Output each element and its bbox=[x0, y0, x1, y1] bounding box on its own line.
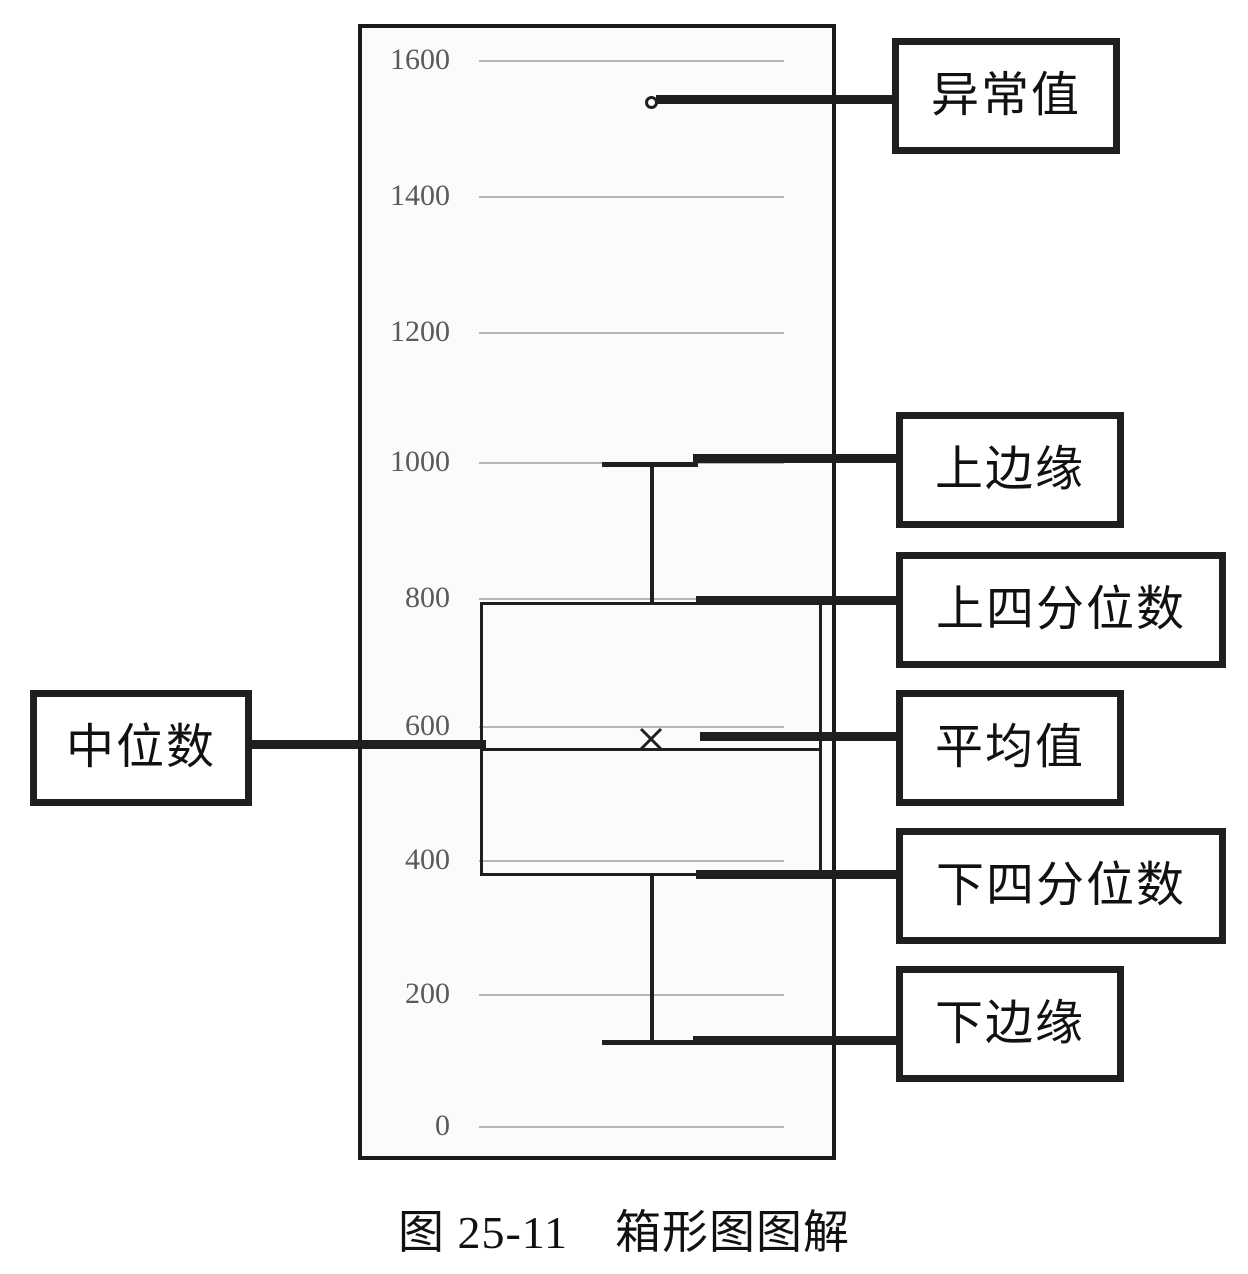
gridline-1600 bbox=[479, 60, 784, 62]
ytick-label-1600: 1600 bbox=[390, 43, 450, 76]
ytick-label-1200: 1200 bbox=[390, 315, 450, 348]
callout-upper-quartile[interactable]: 上四分位数 bbox=[896, 552, 1226, 668]
ytick-label-400: 400 bbox=[405, 843, 450, 876]
callout-lower-quartile-label: 下四分位数 bbox=[935, 859, 1186, 912]
callout-lower-quartile[interactable]: 下四分位数 bbox=[896, 828, 1226, 944]
leader-line-upper-quartile bbox=[696, 596, 900, 605]
callout-mean[interactable]: 平均值 bbox=[896, 690, 1124, 806]
ytick-label-1000: 1000 bbox=[390, 445, 450, 478]
gridline-600 bbox=[479, 726, 784, 728]
leader-line-mean bbox=[700, 732, 900, 741]
ytick-label-200: 200 bbox=[405, 977, 450, 1010]
leader-line-median bbox=[248, 740, 486, 749]
callout-median[interactable]: 中位数 bbox=[30, 690, 252, 806]
ytick-label-600: 600 bbox=[405, 709, 450, 742]
leader-line-upper-edge bbox=[693, 454, 900, 463]
leader-line-lower-quartile bbox=[696, 870, 900, 879]
mean-x-marker bbox=[638, 726, 664, 752]
ytick-label-0: 0 bbox=[435, 1109, 450, 1142]
gridline-400 bbox=[479, 860, 784, 862]
upper-whisker-stem bbox=[650, 462, 654, 604]
gridline-0 bbox=[479, 1126, 784, 1128]
upper-whisker-cap bbox=[602, 462, 698, 467]
callout-lower-edge-label: 下边缘 bbox=[934, 997, 1085, 1050]
callout-upper-quartile-label: 上四分位数 bbox=[935, 583, 1186, 636]
ytick-label-1400: 1400 bbox=[390, 179, 450, 212]
callout-lower-edge[interactable]: 下边缘 bbox=[896, 966, 1124, 1082]
gridline-800 bbox=[479, 598, 784, 600]
callout-outlier-label: 异常值 bbox=[930, 69, 1081, 122]
chart-plot-frame: 1600 1400 1200 1000 800 600 400 200 0 bbox=[358, 24, 836, 1160]
ytick-label-800: 800 bbox=[405, 581, 450, 614]
gridline-1400 bbox=[479, 196, 784, 198]
callout-upper-edge-label: 上边缘 bbox=[934, 443, 1085, 496]
figure-caption: 图 25-11 箱形图图解 bbox=[397, 1207, 851, 1258]
callout-upper-edge[interactable]: 上边缘 bbox=[896, 412, 1124, 528]
callout-outlier[interactable]: 异常值 bbox=[892, 38, 1120, 154]
median-line bbox=[480, 748, 822, 751]
leader-line-outlier bbox=[656, 95, 896, 104]
leader-line-lower-edge bbox=[693, 1036, 900, 1045]
lower-whisker-stem bbox=[650, 876, 654, 1044]
lower-whisker-cap bbox=[602, 1040, 698, 1045]
gridline-1200 bbox=[479, 332, 784, 334]
callout-mean-label: 平均值 bbox=[934, 721, 1085, 774]
gridline-200 bbox=[479, 994, 784, 996]
callout-median-label: 中位数 bbox=[65, 721, 216, 774]
